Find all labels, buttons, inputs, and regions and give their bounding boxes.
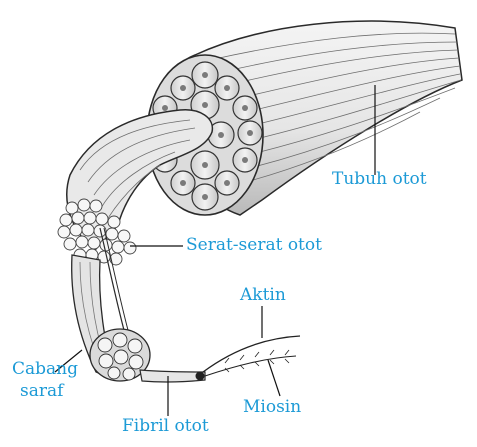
actin-filament [202,335,301,373]
label-serat-serat-otot: Serat-serat otot [186,235,322,255]
leader-miosin [267,359,281,397]
leader-cabang-saraf [54,349,83,373]
myofibril-end [195,371,205,381]
single-muscle-fiber [71,227,301,383]
myosin-filament [204,355,297,377]
label-cabang-saraf-line1: Cabang [12,359,78,379]
label-tubuh-otot: Tubuh otot [332,169,427,189]
fascicle-bundle [57,109,214,266]
label-miosin: Miosin [243,397,302,417]
label-aktin: Aktin [240,285,286,305]
label-fibril-otot: Fibril otot [122,416,209,436]
myofibril [139,369,206,383]
leader-lines [54,85,376,416]
label-cabang-saraf-line2: saraf [20,381,64,401]
myofibril-cross-sections [97,332,144,381]
muscle-body-striations [209,32,462,183]
